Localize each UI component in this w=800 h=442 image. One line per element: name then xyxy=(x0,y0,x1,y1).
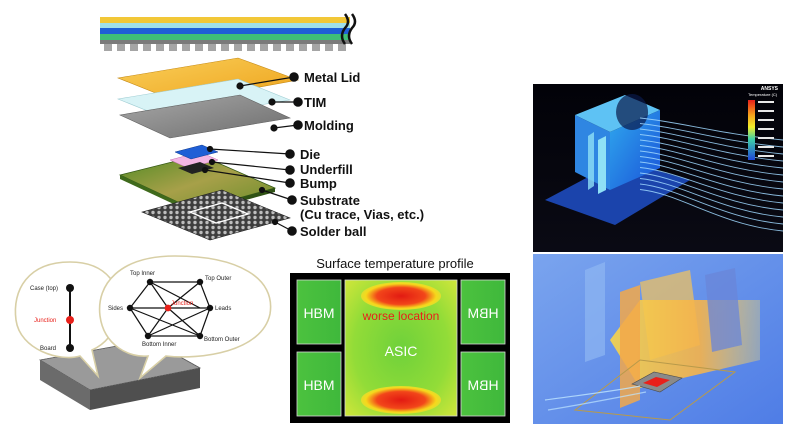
label-bump: Bump xyxy=(300,176,337,191)
layer-leaders xyxy=(201,72,303,236)
cross-section-ball xyxy=(156,44,164,51)
hbm-bottom-left xyxy=(296,351,342,417)
legend-title: Temperature (C) xyxy=(748,92,778,97)
label-substrate: Substrate xyxy=(300,193,360,208)
cross-section-ball xyxy=(195,44,203,51)
streamline xyxy=(639,145,784,176)
label-leads: Leads xyxy=(215,306,231,312)
cross-section-ball xyxy=(182,44,190,51)
label-board: Board xyxy=(40,346,56,352)
label-bottom-outer: Bottom Outer xyxy=(204,337,240,343)
surface-temperature-map: Surface temperature profile HBM HBM HBM … xyxy=(290,256,510,423)
thermal-resistor-model: Case (top) Junction Board T xyxy=(14,255,272,410)
hbm-label: HBM xyxy=(303,377,334,393)
label-substrate-detail: (Cu trace, Vias, etc.) xyxy=(300,207,424,222)
break-mark-icon xyxy=(347,13,357,45)
streamline xyxy=(639,167,784,204)
label-metal-lid: Metal Lid xyxy=(304,70,360,85)
label-junction-detailed: Junction xyxy=(171,301,193,307)
cross-section-ball xyxy=(273,44,281,51)
label-tim: TIM xyxy=(304,95,326,110)
hotspot-top xyxy=(361,282,441,310)
cross-section-ball xyxy=(312,44,320,51)
hotspot-bottom xyxy=(361,386,441,414)
molding-layer xyxy=(118,94,292,139)
legend-tick-rows xyxy=(758,101,774,157)
cross-section-ball xyxy=(221,44,229,51)
label-die: Die xyxy=(300,147,320,162)
hbm-top-right xyxy=(460,279,506,345)
hbm-bottom-right xyxy=(460,351,506,417)
detailed-model-bubble xyxy=(98,255,272,381)
cross-section-ball xyxy=(325,44,333,51)
label-molding: Molding xyxy=(304,118,354,133)
cross-section-ball xyxy=(286,44,294,51)
cfd-airflow-render: Temperature (C) ANSYS xyxy=(533,84,784,252)
cross-section-ball xyxy=(169,44,177,51)
label-solder-ball: Solder ball xyxy=(300,224,366,239)
cross-section-ball xyxy=(260,44,268,51)
label-underfill: Underfill xyxy=(300,162,353,177)
label-case-top: Case (top) xyxy=(30,286,58,292)
cross-section-ball xyxy=(247,44,255,51)
streamline xyxy=(639,189,784,232)
label-sides: Sides xyxy=(108,306,123,312)
hbm-top-left xyxy=(296,279,342,345)
hbm-label: HBM xyxy=(467,305,498,321)
streamline xyxy=(639,123,784,148)
label-junction-simple: Junction xyxy=(34,318,56,324)
temperature-legend-bar xyxy=(748,100,755,160)
hbm-label: HBM xyxy=(467,377,498,393)
package-cross-section xyxy=(100,13,357,51)
streamline xyxy=(639,172,784,211)
break-mark-icon xyxy=(340,13,350,45)
board-outline xyxy=(573,359,737,421)
hbm-label: HBM xyxy=(303,305,334,321)
label-top-outer: Top Outer xyxy=(205,276,231,282)
streamline xyxy=(639,134,784,162)
layer-labels: Metal Lid TIM Molding Die Underfill Bump… xyxy=(300,70,424,239)
solder-ball-layer xyxy=(141,189,291,241)
bump-layer xyxy=(178,162,214,174)
cross-section-ball xyxy=(234,44,242,51)
cross-section-ball xyxy=(117,44,125,51)
cross-section-ball xyxy=(338,44,346,51)
cfd-temperature-render xyxy=(533,254,783,424)
cross-section-ball xyxy=(130,44,138,51)
streamline xyxy=(639,178,784,218)
streamline xyxy=(639,150,784,183)
streamline xyxy=(639,183,784,225)
cross-section-ball xyxy=(104,44,112,51)
cross-section-solder-balls xyxy=(104,44,346,51)
streamline xyxy=(639,128,784,155)
exploded-package-stack xyxy=(116,57,300,241)
cross-section-ball xyxy=(299,44,307,51)
streamline xyxy=(639,139,784,169)
streamline xyxy=(639,161,784,197)
cross-section-ball xyxy=(208,44,216,51)
cross-section-ball xyxy=(143,44,151,51)
label-top-inner: Top Inner xyxy=(130,271,155,277)
worse-location-label: worse location xyxy=(362,309,440,323)
airflow-streamlines xyxy=(639,117,784,232)
label-bottom-inner: Bottom Inner xyxy=(142,342,176,348)
ansys-logo: ANSYS xyxy=(761,86,779,92)
asic-label: ASIC xyxy=(385,343,418,359)
thermal-map-title: Surface temperature profile xyxy=(316,256,474,271)
streamline xyxy=(639,156,784,190)
